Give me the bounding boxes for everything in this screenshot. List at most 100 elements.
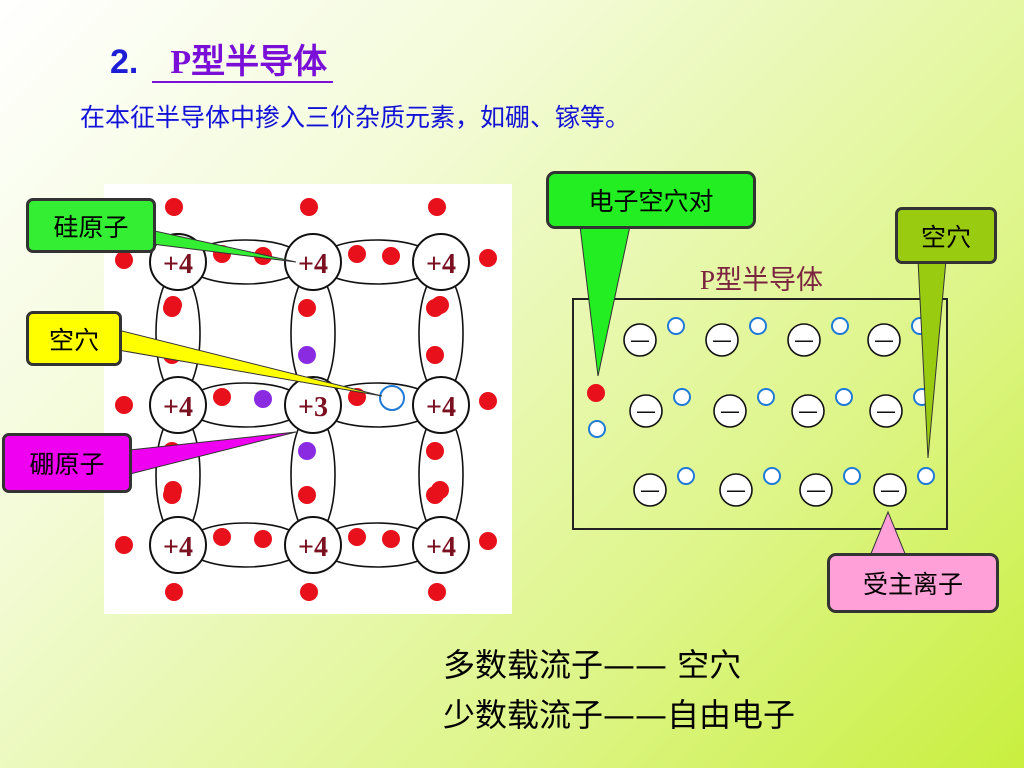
ion-symbol: — <box>794 328 814 352</box>
electron <box>428 583 446 601</box>
atom-circle <box>149 516 207 574</box>
electron <box>115 251 133 269</box>
electron <box>164 481 182 499</box>
atom-charge-label: +4 <box>426 249 456 280</box>
ion-symbol: — <box>798 399 818 423</box>
electron <box>382 530 400 548</box>
pointer-acceptor-ion <box>869 510 907 557</box>
boron-electron <box>254 390 272 408</box>
electron <box>426 346 444 364</box>
electron <box>431 296 449 314</box>
electron <box>165 198 183 216</box>
atom-circle <box>284 376 342 434</box>
electron <box>298 299 316 317</box>
ion-symbol: — <box>640 478 660 502</box>
acceptor-ion <box>791 394 825 428</box>
callout-hole-right: 空穴 <box>895 207 997 264</box>
electron <box>300 583 318 601</box>
acceptor-ion <box>719 473 753 507</box>
electron <box>213 388 231 406</box>
hole <box>917 467 935 485</box>
pointer-electron-hole-pair <box>579 225 631 377</box>
hole <box>749 317 767 335</box>
pointer-boron-atom <box>129 431 297 475</box>
atom-circle <box>284 233 342 291</box>
atom-circle <box>412 376 470 434</box>
atom-charge-label: +4 <box>426 392 456 423</box>
callout-electron-hole-pair: 电子空穴对 <box>546 171 756 229</box>
callout-silicon-atom: 硅原子 <box>26 198 156 253</box>
atom-circle <box>412 516 470 574</box>
ion-symbol: — <box>720 399 740 423</box>
page-title: 2. P型半导体 <box>110 34 334 83</box>
atom-charge-label: +3 <box>298 392 328 423</box>
electron <box>348 245 366 263</box>
hole <box>588 420 606 438</box>
electron <box>164 296 182 314</box>
acceptor-ion <box>867 323 901 357</box>
callout-hole-left: 空穴 <box>26 311 122 366</box>
ion-symbol: — <box>876 399 896 423</box>
section-number: 2. <box>110 43 139 81</box>
acceptor-ion <box>705 323 739 357</box>
free-electron <box>587 384 605 402</box>
boron-electron <box>298 346 316 364</box>
ion-symbol: — <box>726 478 746 502</box>
acceptor-ion <box>629 394 663 428</box>
ptype-label: P型半导体 <box>700 265 824 295</box>
atom-circle <box>284 516 342 574</box>
section-title: P型半导体 <box>152 44 334 83</box>
electron <box>479 249 497 267</box>
hole <box>831 317 849 335</box>
acceptor-ion <box>623 323 657 357</box>
electron <box>300 198 318 216</box>
acceptor-ion <box>713 394 747 428</box>
atom-charge-label: +4 <box>298 249 328 280</box>
electron <box>115 536 133 554</box>
electron <box>382 247 400 265</box>
electron <box>479 532 497 550</box>
hole <box>379 385 405 411</box>
hole <box>763 467 781 485</box>
electron <box>348 528 366 546</box>
callout-boron-atom: 硼原子 <box>2 433 132 493</box>
pointer-hole-right <box>917 259 947 459</box>
majority-carrier-text: 多数载流子—— 空穴 <box>443 646 742 684</box>
callout-acceptor-ion: 受主离子 <box>827 553 999 613</box>
subtitle: 在本征半导体中掺入三价杂质元素，如硼、镓等。 <box>80 103 631 132</box>
electron <box>428 198 446 216</box>
ion-symbol: — <box>636 399 656 423</box>
ptype-box <box>572 298 948 530</box>
electron <box>165 583 183 601</box>
atom-charge-label: +4 <box>426 532 456 563</box>
atom-circle <box>149 376 207 434</box>
electron <box>426 442 444 460</box>
electron <box>479 392 497 410</box>
ion-symbol: — <box>880 478 900 502</box>
acceptor-ion <box>869 394 903 428</box>
hole <box>835 388 853 406</box>
electron <box>213 528 231 546</box>
atom-circle <box>412 233 470 291</box>
acceptor-ion <box>633 473 667 507</box>
hole <box>843 467 861 485</box>
boron-electron <box>298 442 316 460</box>
electron <box>115 396 133 414</box>
hole <box>757 388 775 406</box>
atom-charge-label: +4 <box>163 532 193 563</box>
atom-charge-label: +4 <box>163 249 193 280</box>
electron <box>298 486 316 504</box>
acceptor-ion <box>799 473 833 507</box>
acceptor-ion <box>873 473 907 507</box>
atom-charge-label: +4 <box>298 532 328 563</box>
ion-symbol: — <box>630 328 650 352</box>
minority-carrier-text: 少数载流子——自由电子 <box>443 696 796 734</box>
ion-symbol: — <box>806 478 826 502</box>
electron <box>431 481 449 499</box>
electron <box>254 530 272 548</box>
ion-symbol: — <box>874 328 894 352</box>
ion-symbol: — <box>712 328 732 352</box>
acceptor-ion <box>787 323 821 357</box>
hole <box>673 388 691 406</box>
